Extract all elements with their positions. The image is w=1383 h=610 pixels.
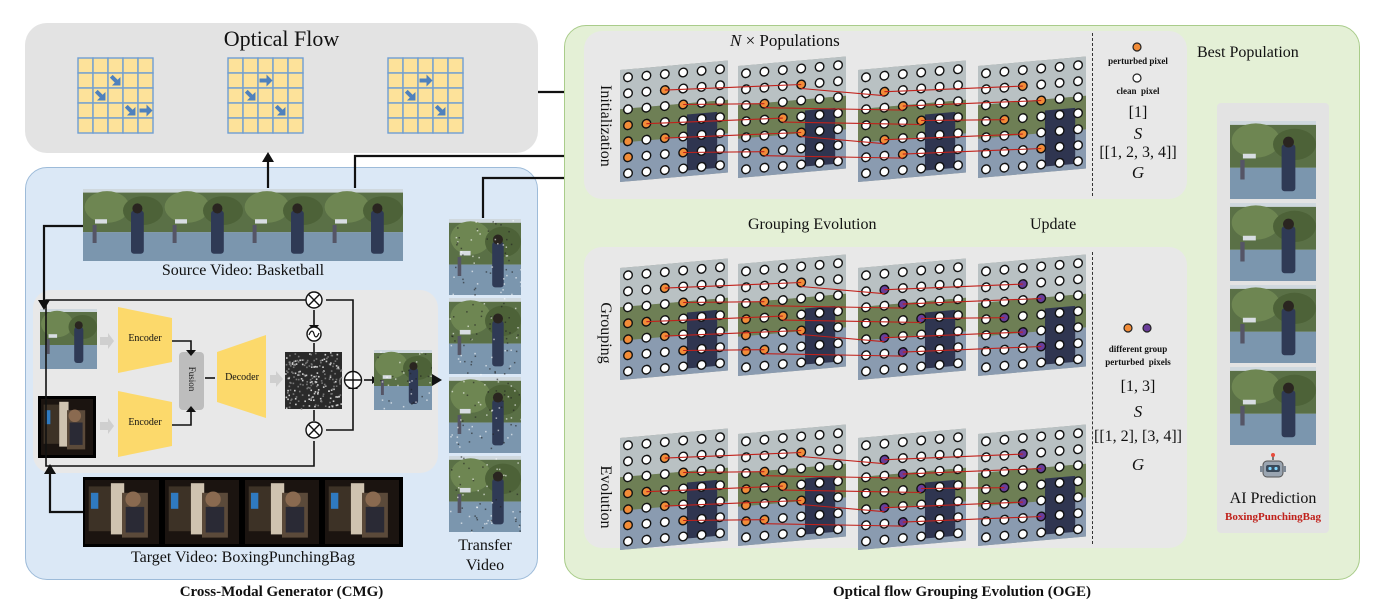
oge-caption: Optical flow Grouping Evolution (OGE) — [564, 584, 1360, 601]
ai-prediction-label: AI Prediction — [1217, 490, 1329, 508]
ai-prediction-value: BoxingPunchingBag — [1217, 511, 1329, 523]
